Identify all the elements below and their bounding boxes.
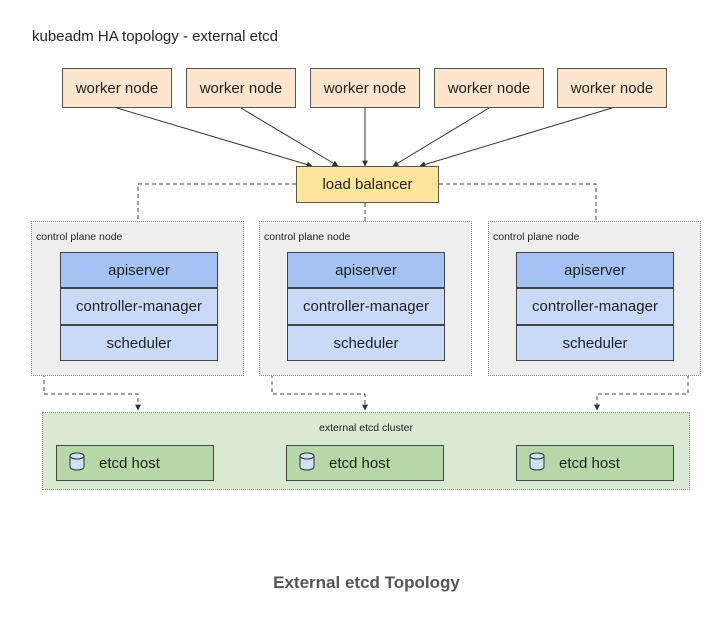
control-plane-label: control plane node: [264, 231, 351, 243]
diagram-title: kubeadm HA topology - external etcd: [32, 28, 278, 45]
controller-manager-3: controller-manager: [516, 288, 674, 325]
apiserver-1: apiserver: [60, 252, 218, 288]
controller-manager-1: controller-manager: [60, 288, 218, 325]
control-plane-label: control plane node: [493, 231, 580, 243]
etcd-host-3: etcd host: [516, 445, 674, 481]
apiserver-2: apiserver: [287, 252, 445, 288]
worker-node-4: worker node: [434, 68, 544, 108]
database-cylinder-icon: [69, 452, 85, 475]
worker-node-5: worker node: [557, 68, 667, 108]
scheduler-2: scheduler: [287, 325, 445, 361]
scheduler-1: scheduler: [60, 325, 218, 361]
database-cylinder-icon: [529, 452, 545, 475]
worker-node-1: worker node: [62, 68, 172, 108]
load-balancer: load balancer: [296, 166, 439, 203]
worker-lb-arrow: [419, 107, 613, 168]
apiserver-3: apiserver: [516, 252, 674, 288]
figure-caption: External etcd Topology: [273, 573, 460, 592]
lb-apiserver-link: [439, 183, 597, 252]
scheduler-3: scheduler: [516, 325, 674, 361]
etcd-host-label: etcd host: [329, 454, 390, 472]
worker-node-2: worker node: [186, 68, 296, 108]
etcd-host-2: etcd host: [286, 445, 444, 481]
etcd-cluster-label: external etcd cluster: [319, 422, 413, 434]
etcd-host-1: etcd host: [56, 445, 214, 481]
worker-lb-arrow: [392, 107, 490, 167]
control-plane-label: control plane node: [36, 231, 123, 243]
worker-lb-arrow: [240, 107, 339, 167]
database-cylinder-icon: [299, 452, 315, 475]
controller-manager-2: controller-manager: [287, 288, 445, 325]
worker-node-3: worker node: [310, 68, 420, 108]
etcd-host-label: etcd host: [559, 454, 620, 472]
etcd-host-label: etcd host: [99, 454, 160, 472]
worker-lb-arrow: [116, 107, 313, 168]
